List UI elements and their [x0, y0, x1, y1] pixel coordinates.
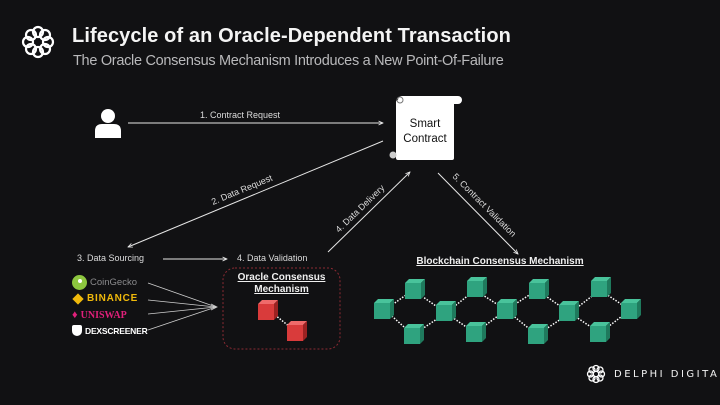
smart-contract-label: Smart Contract	[395, 117, 455, 147]
arrow-data-delivery	[327, 172, 410, 253]
coingecko-icon	[72, 275, 87, 290]
source-coingecko: CoinGecko	[72, 275, 137, 290]
oracle-consensus-title: Oracle Consensus Mechanism	[223, 272, 340, 296]
label-data-sourcing: 3. Data Sourcing	[77, 253, 145, 263]
blockchain-node	[590, 322, 610, 342]
oracle-node	[287, 321, 307, 341]
blockchain-node	[528, 324, 548, 344]
source-name: UNISWAP	[80, 309, 127, 321]
blockchain-node	[497, 299, 517, 319]
page-title: Lifecycle of an Oracle-Dependent Transac…	[72, 25, 511, 47]
dexscreener-icon	[72, 325, 82, 336]
uniswap-icon: ♦	[72, 309, 78, 321]
oracle-title-line2: Mechanism	[254, 284, 309, 295]
smart-contract-line2: Contract	[403, 133, 447, 145]
blockchain-node	[466, 322, 486, 342]
smart-contract-line1: Smart	[409, 118, 441, 130]
page-subtitle: The Oracle Consensus Mechanism Introduce…	[73, 53, 504, 69]
source-binance: BINANCE	[72, 292, 139, 305]
oracle-title-line1: Oracle Consensus	[237, 272, 326, 283]
oracle-node	[258, 300, 278, 320]
blockchain-node	[467, 277, 487, 297]
blockchain-nodes	[374, 277, 641, 344]
label-data-delivery: 4. Data Delivery	[333, 182, 386, 234]
blockchain-node	[404, 324, 424, 344]
binance-icon	[72, 292, 84, 305]
blockchain-consensus-title: Blockchain Consensus Mechanism	[416, 256, 584, 267]
blockchain-node	[529, 279, 549, 299]
label-contract-validation: 5. Contract Validation	[451, 171, 518, 238]
label-contract-request: 1. Contract Request	[200, 110, 281, 120]
source-dexscreener: DEXSCREENER	[72, 325, 148, 336]
blockchain-node	[436, 301, 456, 321]
source-name: CoinGecko	[90, 277, 137, 288]
arrow-data-request	[128, 140, 384, 247]
blockchain-node	[374, 299, 394, 319]
delphi-knot-icon	[586, 364, 606, 384]
source-name: BINANCE	[87, 293, 139, 304]
label-data-validation: 4. Data Validation	[237, 253, 308, 263]
arrow-contract-validation	[437, 172, 518, 254]
delphi-knot-icon	[21, 25, 55, 59]
source-name: DEXSCREENER	[85, 325, 148, 336]
blockchain-node	[621, 299, 641, 319]
scroll-icon	[389, 96, 462, 160]
brand-name: DELPHI DIGITAL	[614, 369, 720, 380]
oracle-consensus-box	[222, 267, 341, 350]
user-icon	[95, 109, 121, 138]
source-uniswap: ♦ UNISWAP	[72, 309, 127, 321]
blockchain-node	[559, 301, 579, 321]
blockchain-node	[405, 279, 425, 299]
blockchain-node	[591, 277, 611, 297]
source-fan-lines	[147, 282, 218, 331]
